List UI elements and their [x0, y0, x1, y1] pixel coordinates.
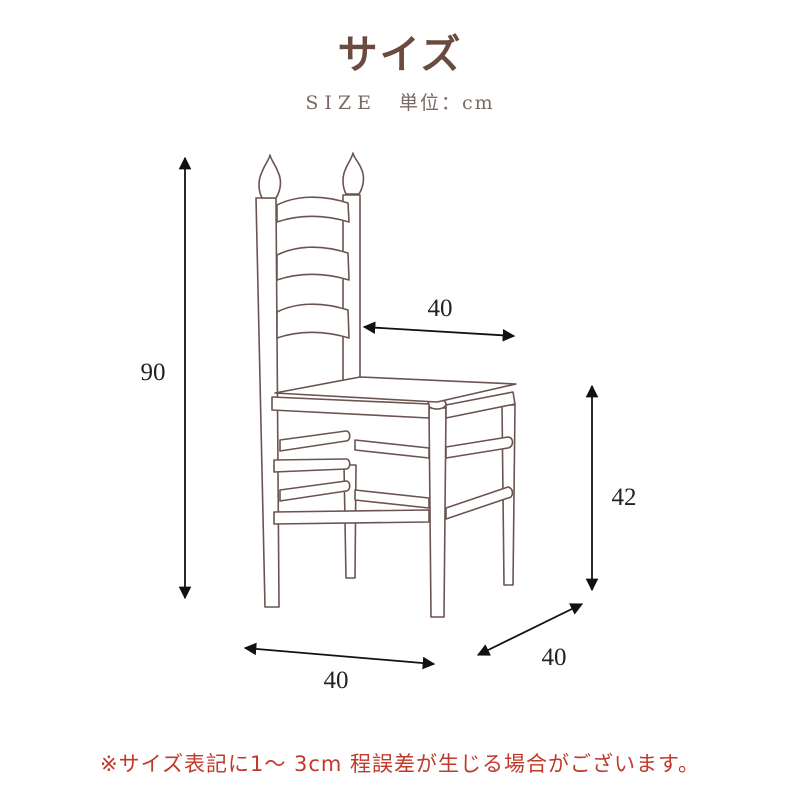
height-label: 90 [141, 359, 166, 386]
depth-label: 40 [542, 644, 567, 671]
seat-depth-arrow [362, 321, 516, 342]
chair-illustration [255, 152, 517, 618]
stretcher-left-2 [273, 458, 351, 473]
stretcher-back-1 [354, 439, 430, 459]
finial-left [258, 154, 282, 199]
back-slat-2 [276, 246, 350, 281]
back-post-right [342, 194, 361, 386]
seat-height-label: 42 [612, 484, 637, 511]
dimension-labels: 90 42 40 40 40 [141, 295, 637, 694]
width-label: 40 [324, 667, 349, 694]
seat-depth-label: 40 [428, 295, 453, 322]
stretcher-right-1 [445, 436, 514, 459]
seat-side-rail [445, 391, 516, 419]
back-slat-3 [276, 303, 350, 339]
seat-top [274, 376, 517, 403]
page-title: サイズ [337, 32, 463, 78]
depth-arrow [476, 603, 584, 656]
width-arrow [243, 642, 436, 670]
stretcher-right-2 [445, 486, 514, 520]
stretcher-left-3 [279, 480, 351, 502]
page-subtitle: SIZE 単位：cm [0, 88, 800, 115]
dimension-arrows [178, 156, 599, 670]
finial-right [342, 152, 365, 195]
size-label: SIZE [305, 92, 377, 114]
front-leg-right [428, 407, 447, 618]
unit-label: 単位：cm [398, 92, 495, 114]
stretcher-back-2 [354, 489, 430, 509]
seat-front-rail [271, 396, 430, 419]
back-slat-1 [276, 196, 350, 223]
stretcher-left-4 [273, 509, 430, 525]
tolerance-note: ※サイズ表記に1～ 3cm 程誤差が生じる場合がございます。 [100, 752, 700, 776]
stretcher-left-1 [279, 430, 351, 452]
